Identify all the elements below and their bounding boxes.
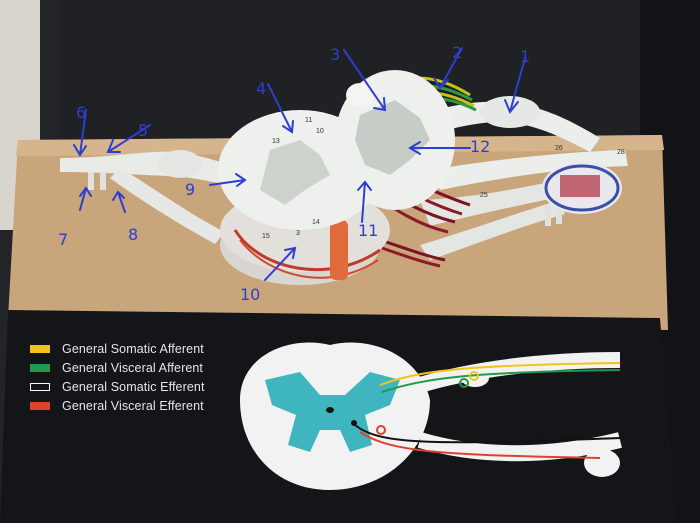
sticker <box>542 162 622 214</box>
annotation-3: 3 <box>330 45 340 64</box>
spinal-cord-segments <box>218 70 455 285</box>
legend-swatch-green <box>30 364 50 372</box>
model-label-3: 3 <box>296 230 300 237</box>
model-label-14: 14 <box>312 219 320 226</box>
legend-swatch-white <box>30 383 50 391</box>
handwritten-annotations <box>73 47 526 281</box>
legend-swatch-yellow <box>30 345 50 353</box>
model-label-15: 15 <box>262 233 270 240</box>
legend-label: General Visceral Afferent <box>62 361 204 375</box>
model-label-25: 25 <box>480 192 488 199</box>
cross-section-diagram <box>240 342 622 490</box>
legend-item: General Somatic Efferent <box>30 378 230 396</box>
left-spinal-nerve <box>60 150 240 244</box>
legend-item: General Visceral Afferent <box>30 359 230 377</box>
annotation-8: 8 <box>128 225 138 244</box>
model-label-11: 11 <box>305 117 312 124</box>
annotation-5: 5 <box>138 121 148 140</box>
annotation-12: 12 <box>470 137 490 156</box>
annotation-6: 6 <box>76 103 86 122</box>
annotation-4: 4 <box>256 79 266 98</box>
legend-item: General Visceral Efferent <box>30 397 230 415</box>
annotation-11: 11 <box>358 221 378 240</box>
legend: General Somatic Afferent General Viscera… <box>30 340 230 416</box>
annotation-2: 2 <box>452 43 462 62</box>
model-label-28: 28 <box>617 149 625 156</box>
annotation-1: 1 <box>520 47 530 66</box>
gray-matter <box>260 140 330 205</box>
legend-label: General Visceral Efferent <box>62 399 204 413</box>
annotation-10: 10 <box>240 285 260 304</box>
model-label-13: 13 <box>272 138 280 145</box>
legend-label: General Somatic Afferent <box>62 342 204 356</box>
model-label-10: 10 <box>316 128 324 135</box>
legend-label: General Somatic Efferent <box>62 380 205 394</box>
model-label-26: 26 <box>555 145 563 152</box>
annotation-9: 9 <box>185 180 195 199</box>
legend-item: General Somatic Afferent <box>30 340 230 358</box>
annotation-7: 7 <box>58 230 68 249</box>
legend-swatch-red <box>30 402 50 410</box>
